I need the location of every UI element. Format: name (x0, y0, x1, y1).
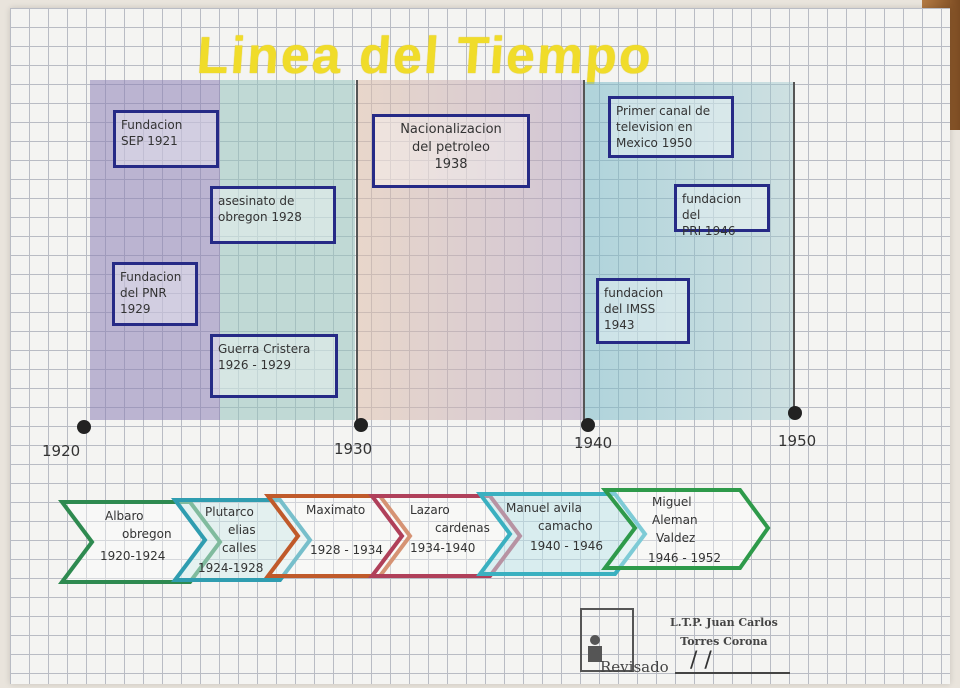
event-box: Nacionalizacion del petroleo 1938 (372, 114, 530, 188)
timeline-dot-1950 (788, 406, 802, 420)
event-line: television en (616, 120, 693, 135)
event-line: SEP 1921 (121, 134, 178, 149)
event-box: Primer canal de television en Mexico 195… (608, 96, 734, 158)
event-line: obregon 1928 (218, 210, 302, 225)
president-label: Albaro (105, 509, 144, 523)
president-label: 1924-1928 (198, 561, 263, 575)
president-arrow (476, 492, 648, 576)
president-label: 1934-1940 (410, 541, 475, 555)
president-label: Lazaro (410, 503, 450, 517)
event-line: 1943 (604, 318, 635, 333)
president-label: Valdez (656, 531, 695, 545)
president-arrow (600, 488, 771, 570)
event-box: asesinato de obregon 1928 (210, 186, 336, 244)
divider-1940 (583, 80, 585, 425)
stamp-teacher-icon (588, 635, 602, 662)
president-label: Aleman (652, 513, 698, 527)
event-box: fundacion del PRI 1946 (674, 184, 770, 238)
president-label: 1940 - 1946 (530, 539, 603, 553)
stamp-name: L.T.P. Juan Carlos Torres Corona (670, 614, 778, 651)
president-label: Miguel (652, 495, 692, 509)
divider-1950 (793, 82, 795, 412)
timeline-dot-1930 (354, 418, 368, 432)
president-label: 1928 - 1934 (310, 543, 383, 557)
teacher-stamp: L.T.P. Juan Carlos Torres Corona Revisad… (570, 604, 800, 684)
year-label: 1930 (334, 440, 373, 458)
year-label: 1940 (574, 434, 613, 452)
president-label: 1946 - 1952 (648, 551, 721, 565)
event-line: del IMSS (604, 302, 656, 317)
period-band-1920s-left (90, 80, 220, 420)
event-line: fundacion del (682, 192, 742, 223)
event-line: Primer canal de (616, 104, 711, 118)
event-line: Fundacion (120, 270, 182, 284)
event-line: 1929 (120, 302, 151, 317)
event-line: Nacionalizacion (400, 122, 502, 137)
president-label: Maximato (306, 503, 365, 517)
president-label: Manuel avila (506, 501, 582, 515)
period-band-1930s (358, 80, 583, 420)
stamp-board-icon (580, 608, 634, 672)
event-line: Mexico 1950 (616, 136, 693, 151)
year-label: 1950 (778, 432, 817, 450)
event-line: del petroleo (412, 139, 490, 155)
stamp-date-slashes: / / (690, 648, 712, 673)
period-band-1940s (585, 82, 795, 420)
event-box: Guerra Cristera 1926 - 1929 (210, 334, 338, 398)
event-line: asesinato de (218, 194, 295, 208)
event-line: Guerra Cristera (218, 342, 311, 356)
stamp-name-line: L.T.P. Juan Carlos (670, 616, 778, 629)
event-line: 1926 - 1929 (218, 358, 292, 373)
president-label: obregon (122, 527, 172, 541)
president-label: 1920-1924 (100, 549, 165, 563)
event-line: PRI 1946 (682, 224, 736, 239)
event-line: fundacion (604, 286, 664, 300)
stamp-name-line: Torres Corona (680, 634, 768, 648)
event-box: fundacion del IMSS 1943 (596, 278, 690, 344)
president-arrow (171, 498, 313, 582)
event-line: 1938 (434, 157, 468, 173)
stamp-signature-line (675, 672, 790, 674)
divider-1930 (356, 80, 358, 425)
event-box: Fundacion SEP 1921 (113, 110, 219, 168)
event-line: Fundacion (121, 118, 183, 132)
year-label: 1920 (42, 442, 81, 460)
president-label: Plutarco (205, 505, 254, 519)
president-label: calles (222, 541, 256, 555)
president-label: cardenas (435, 521, 490, 535)
timeline-dot-1940 (581, 418, 595, 432)
timeline-dot-1920 (77, 420, 91, 434)
president-label: camacho (538, 519, 593, 533)
event-line: del PNR (120, 286, 167, 301)
president-label: elias (228, 523, 256, 537)
period-band-1920s-right (220, 80, 355, 420)
event-box: Fundacion del PNR 1929 (112, 262, 198, 326)
stamp-revisado: Revisado (600, 658, 669, 676)
